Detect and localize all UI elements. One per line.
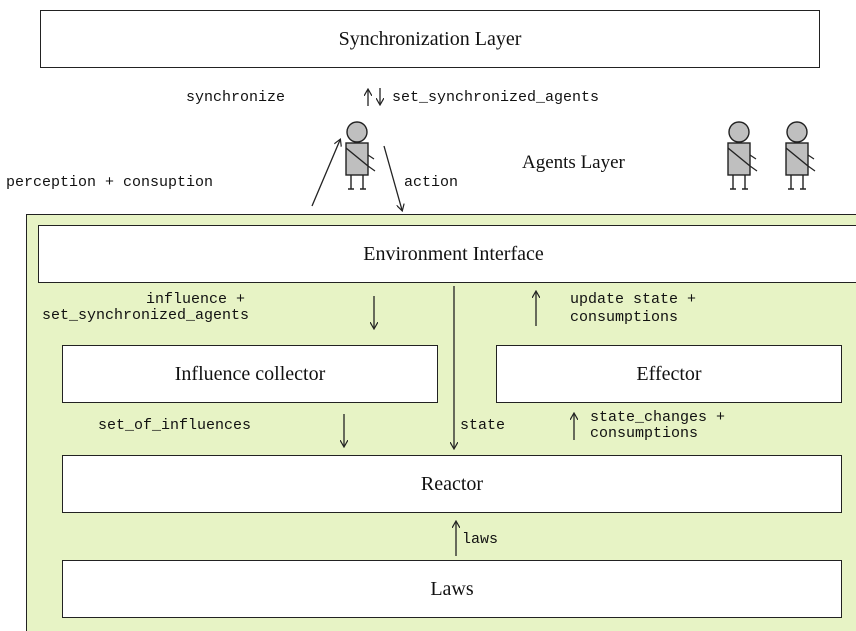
set-synchronized-agents-env-label: set_synchronized_agents	[42, 307, 250, 324]
state-label: state	[460, 417, 506, 434]
agent-figure-icon	[727, 121, 758, 190]
laws-box: Laws	[62, 560, 842, 618]
effector-title: Effector	[636, 362, 702, 385]
update-state-label: update state +	[570, 291, 697, 308]
effector-box: Effector	[496, 345, 842, 403]
update-consumptions-label: consumptions	[570, 309, 679, 326]
environment-interface-box: Environment Interface	[38, 225, 856, 283]
action-arrow	[383, 145, 402, 210]
state-changes-label: state_changes +	[590, 409, 726, 426]
reactor-box: Reactor	[62, 455, 842, 513]
influence-label: influence +	[146, 291, 246, 308]
perception-consuption-label: perception + consuption	[6, 174, 214, 191]
influence-collector-box: Influence collector	[62, 345, 438, 403]
agent-figure-icon	[345, 121, 376, 190]
state-changes-consumptions-label: consumptions	[590, 425, 699, 442]
reactor-title: Reactor	[420, 472, 484, 495]
environment-interface-title: Environment Interface	[363, 242, 544, 265]
laws-title: Laws	[430, 577, 474, 600]
influence-collector-title: Influence collector	[174, 362, 326, 385]
synchronize-label: synchronize	[186, 89, 286, 106]
laws-arrow-label: laws	[462, 531, 499, 548]
action-label: action	[404, 174, 459, 191]
agents-layer-title: Agents Layer	[522, 152, 625, 173]
agent-figure-icon	[785, 121, 816, 190]
synchronization-layer-box: Synchronization Layer	[40, 10, 820, 68]
synchronization-layer-title: Synchronization Layer	[338, 27, 522, 50]
perception-arrow	[311, 140, 340, 207]
set-synchronized-agents-label: set_synchronized_agents	[392, 89, 600, 106]
set-of-influences-label: set_of_influences	[98, 417, 252, 434]
